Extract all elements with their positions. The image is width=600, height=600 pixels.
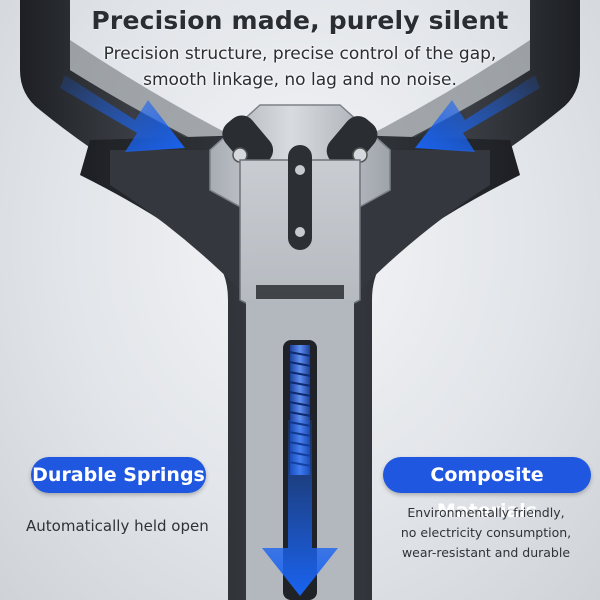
- composite-materials-caption: Environmentally friendly, no electricity…: [386, 503, 586, 563]
- caption-line: Environmentally friendly,: [407, 505, 565, 520]
- composite-materials-badge: Composite Materials: [383, 457, 591, 522]
- arrow-down-right-icon: [60, 75, 185, 152]
- headline: Precision made, purely silent: [91, 6, 509, 35]
- arrow-down-icon: [262, 420, 338, 596]
- caption-line: no electricity consumption,: [400, 525, 572, 540]
- subline-1: Precision structure, precise control of …: [103, 44, 497, 64]
- subline-2: smooth linkage, no lag and no noise.: [143, 70, 457, 90]
- caption-line: wear-resistant and durable: [401, 545, 571, 560]
- durable-springs-caption: Automatically held open: [26, 517, 209, 535]
- arrow-down-left-icon: [415, 75, 540, 152]
- durable-springs-badge: Durable Springs: [31, 457, 206, 493]
